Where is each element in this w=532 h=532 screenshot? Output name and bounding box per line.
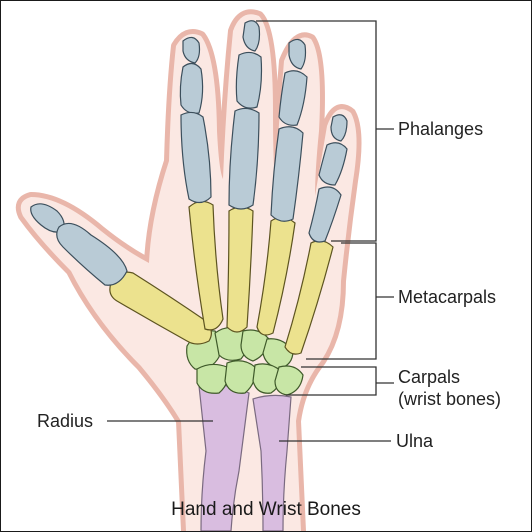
leader-lines xyxy=(107,20,394,442)
diagram-title: Hand and Wrist Bones xyxy=(171,499,361,520)
metacarpals-bracket xyxy=(306,242,377,360)
label-ulna: Ulna xyxy=(396,431,434,451)
phalanges-bracket xyxy=(256,20,377,242)
label-metacarpals: Metacarpals xyxy=(398,287,497,307)
carpals-bracket xyxy=(286,366,377,396)
label-carpals: Carpals xyxy=(398,367,461,387)
metacarpal-index xyxy=(188,200,224,331)
label-radius: Radius xyxy=(37,411,94,431)
metacarpal-thumb xyxy=(109,271,212,345)
label-phalanges: Phalanges xyxy=(398,119,484,139)
metacarpal-bones xyxy=(109,200,334,355)
label-carpals-subtitle: (wrist bones) xyxy=(398,389,502,409)
metacarpal-middle xyxy=(226,206,254,333)
ulna-bone xyxy=(252,394,292,531)
phalanx-bones xyxy=(30,20,348,286)
metacarpal-little xyxy=(284,240,334,355)
